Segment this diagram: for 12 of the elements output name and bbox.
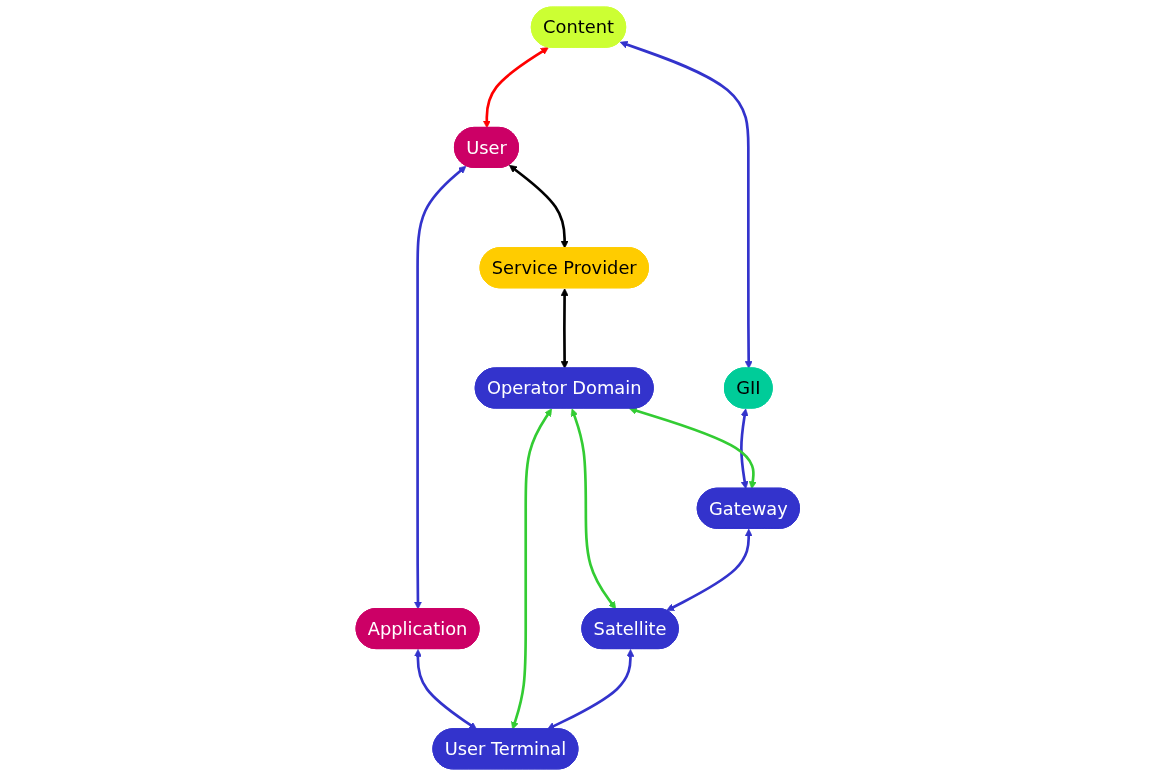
arrow [509, 164, 569, 249]
arrow [547, 649, 635, 730]
arrow [483, 47, 549, 129]
arrow [414, 165, 467, 610]
arrow [666, 528, 753, 611]
arrow [511, 408, 553, 730]
arrow [620, 40, 753, 369]
arrow [570, 408, 617, 610]
arrow [414, 649, 478, 730]
arrow [740, 408, 749, 490]
arrow [560, 288, 569, 369]
arrow [629, 406, 757, 490]
